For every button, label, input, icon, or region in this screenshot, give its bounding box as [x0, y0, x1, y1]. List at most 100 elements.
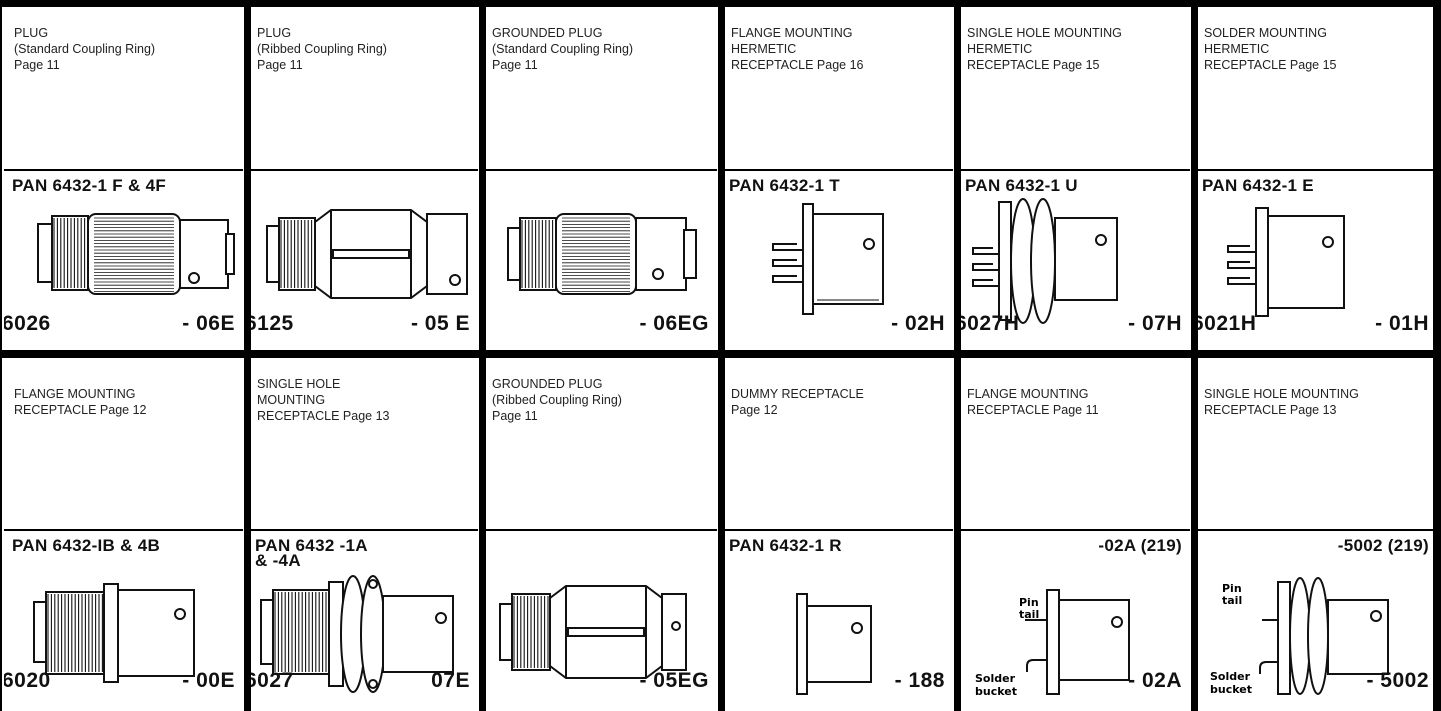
solder-hermetic-receptacle-icon	[1227, 207, 1345, 317]
part-code-right: 07E	[431, 669, 470, 692]
description-line: Page 11	[14, 58, 60, 72]
part-code-right: - 05EG	[639, 669, 709, 692]
description-line: FLANGE MOUNTING	[731, 26, 853, 40]
description-line: SINGLE HOLE MOUNTING	[1204, 387, 1359, 401]
description-line: RECEPTACLE Page 15	[967, 58, 1100, 72]
description-line: HERMETIC	[731, 42, 797, 56]
svg-text:tail: tail	[1222, 594, 1242, 607]
pan-number: -02A (219)	[1098, 536, 1182, 555]
description-line: Page 11	[257, 58, 303, 72]
item-description: FLANGE MOUNTING RECEPTACLE Page 11	[967, 386, 1099, 418]
description-line: RECEPTACLE Page 15	[1204, 58, 1337, 72]
cell-header-divider	[725, 529, 953, 531]
item-description: GROUNDED PLUG(Standard Coupling Ring)Pag…	[492, 25, 633, 73]
description-line: FLANGE MOUNTING	[967, 387, 1089, 401]
description-line: Page 12	[731, 403, 778, 417]
description-line: MOUNTING	[257, 393, 326, 407]
part-code-left: 6125	[251, 312, 294, 335]
pan-number-line: -02A (219)	[1098, 536, 1182, 555]
svg-text:Solder: Solder	[975, 672, 1016, 685]
pan-number: PAN 6432-IB & 4B	[12, 537, 160, 554]
pan-number-line: PAN 6432-1 E	[1202, 176, 1314, 195]
grounded-plug-standard-icon	[507, 213, 697, 295]
item-description: PLUG (Standard Coupling Ring) Page 11	[14, 25, 155, 73]
catalog-cell-r2-c6: SINGLE HOLE MOUNTING RECEPTACLE Page 13 -5…	[1198, 358, 1437, 703]
pan-number: PAN 6432-1 R	[729, 537, 842, 554]
single-hole-hermetic-receptacle-icon	[972, 198, 1118, 324]
svg-text:bucket: bucket	[975, 685, 1017, 698]
column-divider	[718, 0, 725, 711]
cell-header-divider	[486, 169, 717, 171]
column-divider	[1191, 0, 1198, 711]
svg-text:Solder: Solder	[1210, 670, 1251, 683]
part-code-right: - 188	[894, 669, 945, 692]
single-hole-receptacle-icon	[260, 575, 454, 693]
pan-number-line: PAN 6432-1 T	[729, 176, 840, 195]
column-divider	[954, 0, 961, 711]
cell-header-divider	[1198, 169, 1437, 171]
part-code-left: 6026	[4, 312, 51, 335]
pan-number: PAN 6432-1 E	[1202, 176, 1314, 195]
column-divider	[479, 0, 486, 711]
catalog-cell-r1-c1: PLUG (Standard Coupling Ring) Page 11 PAN 6…	[4, 7, 243, 349]
cell-header-divider	[251, 529, 478, 531]
part-code-right: - 02A	[1128, 669, 1182, 692]
description-line: (Standard Coupling Ring)	[14, 42, 156, 56]
description-line: FLANGE MOUNTING	[14, 387, 136, 401]
description-line: SINGLE HOLE	[257, 377, 341, 391]
item-description: FLANGE MOUNTING HERMETIC RECEPTACLE Page 1…	[731, 25, 863, 73]
cell-header-divider	[251, 169, 478, 171]
left-border	[0, 0, 2, 711]
description-line: RECEPTACLE Page 11	[967, 403, 1099, 417]
pan-number: PAN 6432-1 F & 4F	[12, 177, 166, 194]
item-description: SINGLE HOLE MOUNTING RECEPTACLE Page 13	[1204, 386, 1359, 418]
cell-header-divider	[4, 529, 243, 531]
pan-number-line: PAN 6432-1 U	[965, 176, 1078, 195]
description-line: RECEPTACLE Page 13	[1204, 403, 1337, 417]
description-line: RECEPTACLE Page 13	[257, 409, 390, 423]
column-divider	[244, 0, 251, 711]
cell-header-divider	[486, 529, 717, 531]
description-line: Page 11	[492, 409, 538, 423]
pan-number-line: PAN 6432 -1A	[255, 536, 368, 555]
description-line: PLUG	[14, 26, 49, 40]
description-line: (Ribbed Coupling Ring)	[257, 42, 387, 56]
svg-text:Pin: Pin	[1019, 596, 1039, 609]
description-line: HERMETIC	[967, 42, 1033, 56]
part-code-right: - 05 E	[410, 312, 470, 335]
part-code-right: - 02H	[891, 312, 945, 335]
cell-header-divider	[1198, 529, 1437, 531]
flange-receptacle-icon	[33, 583, 195, 683]
pan-number: -5002 (219)	[1337, 536, 1429, 555]
dummy-receptacle-icon	[796, 593, 872, 695]
part-code-right: - 07H	[1128, 312, 1182, 335]
item-description: SINGLE HOLE MOUNTING RECEPTACLE Page 13	[257, 376, 389, 424]
description-line: PLUG	[257, 26, 292, 40]
catalog-cell-r2-c5: FLANGE MOUNTING RECEPTACLE Page 11 -02A (2…	[961, 358, 1190, 703]
flange-hermetic-receptacle-icon	[772, 203, 884, 315]
cell-header-divider	[4, 169, 243, 171]
description-line: (Standard Coupling Ring)	[492, 42, 634, 56]
pan-number: PAN 6432-1 T	[729, 176, 840, 195]
svg-text:tail: tail	[1019, 608, 1039, 621]
description-line: GROUNDED PLUG	[492, 377, 603, 391]
description-line: SOLDER MOUNTING	[1204, 26, 1327, 40]
pan-number-line: -5002 (219)	[1337, 536, 1429, 555]
svg-text:bucket: bucket	[1210, 683, 1252, 696]
cell-header-divider	[725, 169, 953, 171]
description-line: GROUNDED PLUG	[492, 26, 603, 40]
part-code-left: 6027H	[961, 312, 1020, 335]
part-code-right: - 06E	[182, 312, 235, 335]
catalog-cell-r2-c3: GROUNDED PLUG (Ribbed Coupling Ring) Page …	[486, 358, 717, 703]
item-description: GROUNDED PLUG (Ribbed Coupling Ring) Page …	[492, 376, 622, 424]
grounded-plug-ribbed-icon	[499, 585, 687, 679]
description-line: RECEPTACLE Page 16	[731, 58, 864, 72]
cell-header-divider	[961, 529, 1190, 531]
part-code-right: - 06EG	[639, 312, 709, 335]
description-line: (Ribbed Coupling Ring)	[492, 393, 622, 407]
